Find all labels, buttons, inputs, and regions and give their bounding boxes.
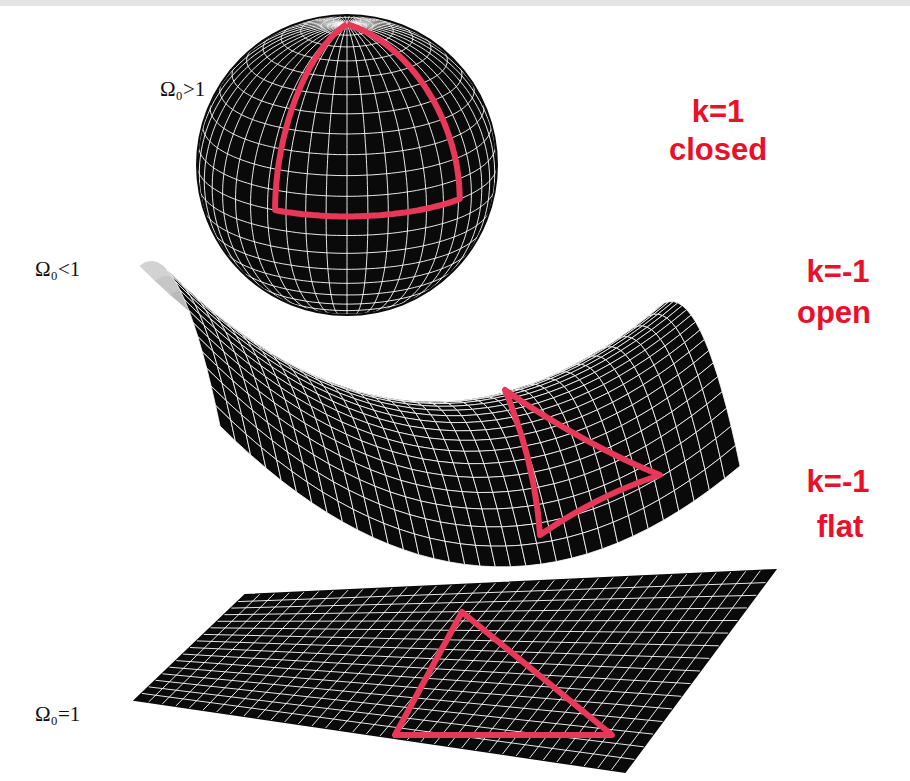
curvature-value: k=-1	[807, 465, 870, 499]
geometry-name: open	[797, 296, 871, 330]
curvature-value: k=-1	[807, 255, 870, 289]
curvature-value: k=1	[692, 95, 745, 129]
sphere	[197, 15, 497, 315]
plane-grid	[142, 571, 766, 770]
omega-label: Ω₀<1	[35, 258, 80, 281]
closed-triangle	[275, 24, 460, 216]
flat-triangle	[395, 612, 612, 735]
sphere-grid	[197, 15, 497, 315]
saddle-cell	[720, 445, 740, 478]
top-strip	[0, 0, 910, 6]
sphere-body	[197, 15, 497, 315]
geometry-name: flat	[817, 510, 864, 544]
saddle-surface	[140, 262, 740, 567]
omega-label: Ω₀>1	[160, 78, 205, 101]
flat-plane	[135, 570, 775, 772]
omega-label: Ω₀=1	[35, 703, 80, 726]
open-triangle	[505, 390, 660, 535]
plane-fill	[135, 570, 775, 772]
sphere-rim	[197, 15, 497, 315]
geometry-name: closed	[669, 133, 767, 167]
